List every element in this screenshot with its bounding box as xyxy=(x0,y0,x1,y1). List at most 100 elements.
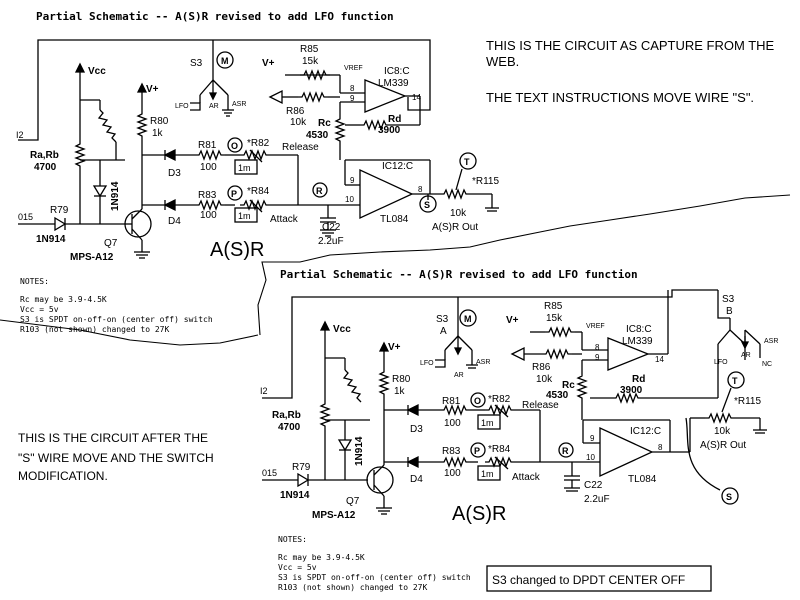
top-r83: R83 xyxy=(198,190,217,201)
top-t-probe: T xyxy=(464,157,470,167)
top-q7: Q7 xyxy=(104,238,118,249)
bottom-r80: R80 xyxy=(392,374,411,385)
bottom-p: P xyxy=(474,446,480,456)
bottom-note-2: "S" WIRE MOVE AND THE SWITCH xyxy=(18,451,214,465)
bottom-r79: R79 xyxy=(292,462,311,473)
bottom-pin14: 14 xyxy=(655,355,664,364)
bottom-s3-b: S3 xyxy=(722,294,735,305)
bottom-r81: R81 xyxy=(442,396,461,407)
top-vplus-2: V+ xyxy=(262,58,275,69)
bottom-2-2uf: 2.2uF xyxy=(584,494,610,505)
top-15k: 15k xyxy=(302,56,319,67)
top-pin8b: 8 xyxy=(418,185,423,194)
notes2-line-1: Rc may be 3.9-4.5K xyxy=(278,553,365,562)
top-asr: ASR xyxy=(232,101,246,108)
bottom-vplus-2: V+ xyxy=(506,315,519,326)
bottom-asr: ASR xyxy=(476,359,490,366)
bottom-s-probe: S xyxy=(726,492,732,502)
bottom-4530: 4530 xyxy=(546,390,569,401)
bottom-100a: 100 xyxy=(444,418,461,429)
bottom-vcc: Vcc xyxy=(333,324,351,335)
top-ic12: IC12:C xyxy=(382,161,413,172)
bottom-ar: AR xyxy=(454,372,464,379)
top-schematic xyxy=(18,39,499,259)
top-4700: 4700 xyxy=(34,162,57,173)
top-s-probe: S xyxy=(424,200,430,210)
top-2-2uf: 2.2uF xyxy=(318,236,344,247)
bottom-3900: 3900 xyxy=(620,385,643,396)
top-ic8: IC8:C xyxy=(384,66,410,77)
bottom-ar-2: AR xyxy=(741,352,751,359)
bottom-asr-2: ASR xyxy=(764,338,778,345)
top-note-1: THIS IS THE CIRCUIT AS CAPTURE FROM THE xyxy=(486,38,775,53)
boxed-note-frame xyxy=(486,565,712,592)
bottom-rarb: Ra,Rb xyxy=(272,410,301,421)
top-lm339: LM339 xyxy=(378,78,409,89)
i2-loop-wire-bottom xyxy=(262,289,718,399)
bottom-pin8b: 8 xyxy=(658,443,663,452)
notes2-line-2: Vcc = 5v xyxy=(278,563,317,572)
bottom-pin8: 8 xyxy=(595,343,600,352)
top-4530: 4530 xyxy=(306,130,329,141)
bottom-ic12: IC12:C xyxy=(630,426,661,437)
top-1m-a: 1m xyxy=(238,163,251,173)
bottom-ic8: IC8:C xyxy=(626,324,652,335)
bottom-1m-b: 1m xyxy=(481,469,494,479)
bottom-note-1: THIS IS THE CIRCUIT AFTER THE xyxy=(18,431,208,445)
bottom-title: Partial Schematic -- A(S)R revised to ad… xyxy=(280,268,638,281)
top-r86: R86 xyxy=(286,106,305,117)
top-1n914-a: 1N914 xyxy=(36,234,66,245)
bottom-r83: R83 xyxy=(442,446,461,457)
top-r85: R85 xyxy=(300,44,319,55)
bottom-attack: Attack xyxy=(512,472,541,483)
bottom-15k: 15k xyxy=(546,313,563,324)
bottom-d3: D3 xyxy=(410,424,423,435)
bottom-c22: C22 xyxy=(584,480,603,491)
torn-edge-top xyxy=(257,194,791,336)
i2-loop-wire xyxy=(18,39,431,141)
bottom-b: B xyxy=(726,306,733,317)
bottom-rc: Rc xyxy=(562,380,575,391)
bottom-release: Release xyxy=(522,400,559,411)
bottom-s3-a: S3 xyxy=(436,314,449,325)
top-lfo: LFO xyxy=(175,103,189,110)
torn-edge-left xyxy=(0,319,259,346)
top-tl084: TL084 xyxy=(380,214,409,225)
bottom-i2: I2 xyxy=(260,386,268,396)
bottom-r-probe: R xyxy=(562,446,569,456)
bottom-rd: Rd xyxy=(632,374,645,385)
bottom-r82: *R82 xyxy=(488,394,511,405)
top-m: M xyxy=(221,56,229,66)
top-d3: D3 xyxy=(168,168,181,179)
top-o: O xyxy=(231,141,238,151)
top-10k: 10k xyxy=(290,117,307,128)
top-r84: *R84 xyxy=(247,186,270,197)
top-r80: R80 xyxy=(150,116,169,127)
notes2-heading: NOTES: xyxy=(278,535,307,544)
top-vcc: Vcc xyxy=(88,66,106,77)
top-10k-b: 10k xyxy=(450,208,467,219)
bottom-4700: 4700 xyxy=(278,422,301,433)
bottom-lm339: LM339 xyxy=(622,336,653,347)
notes-line-1: Rc may be 3.9-4.5K xyxy=(20,295,107,304)
top-release: Release xyxy=(282,142,319,153)
bottom-r86: R86 xyxy=(532,362,551,373)
top-mps: MPS-A12 xyxy=(70,252,114,263)
bottom-vplus: V+ xyxy=(388,342,401,353)
top-1k: 1k xyxy=(152,128,164,139)
top-d4: D4 xyxy=(168,216,181,227)
top-p: P xyxy=(231,189,237,199)
top-title: Partial Schematic -- A(S)R revised to ad… xyxy=(36,10,394,23)
bottom-mps: MPS-A12 xyxy=(312,510,356,521)
top-100a: 100 xyxy=(200,162,217,173)
bottom-asr-out: A(S)R Out xyxy=(700,440,746,451)
bottom-nc: NC xyxy=(762,361,772,368)
bottom-10k: 10k xyxy=(536,374,553,385)
bottom-tl084: TL084 xyxy=(628,474,657,485)
top-r81: R81 xyxy=(198,140,217,151)
top-3900: 3900 xyxy=(378,125,401,136)
top-pin14: 14 xyxy=(412,93,421,102)
top-r82: *R82 xyxy=(247,138,270,149)
top-rc: Rc xyxy=(318,118,331,129)
